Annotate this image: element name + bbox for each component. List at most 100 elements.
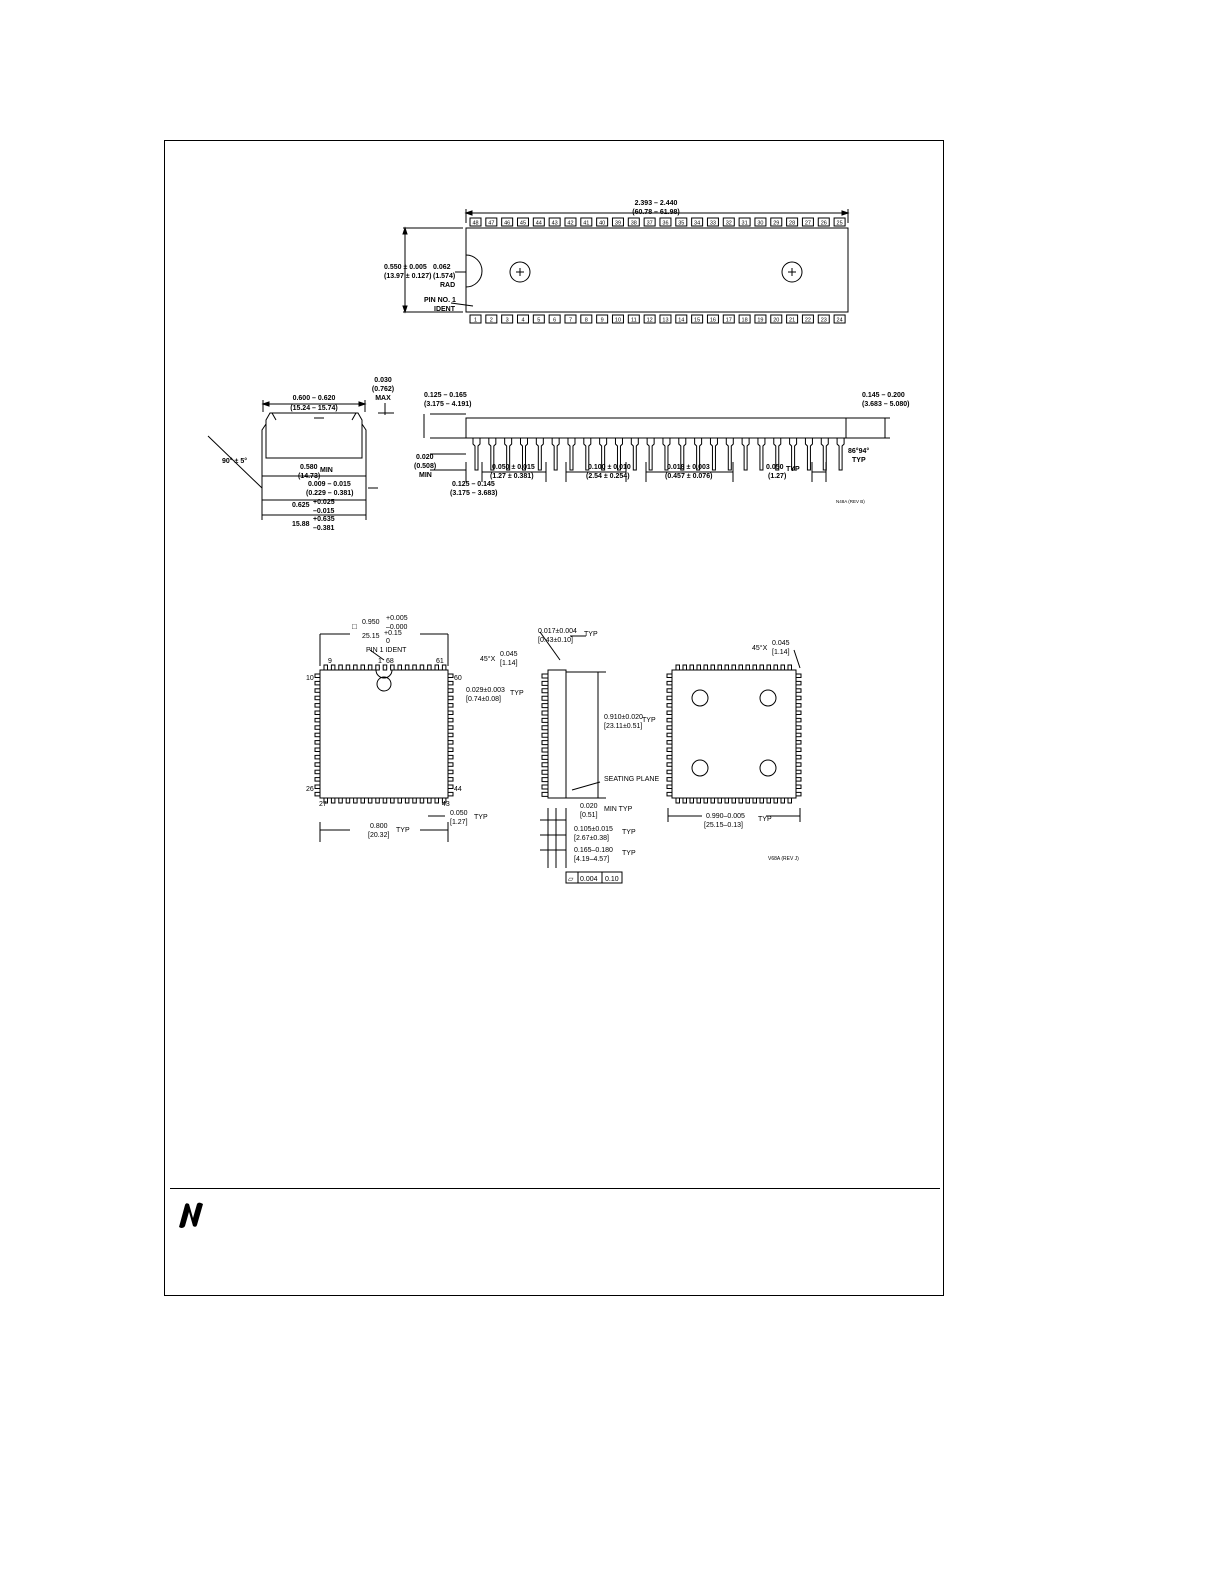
dip-side-lead bbox=[820, 438, 829, 471]
plcc-b-lead bbox=[666, 740, 673, 745]
dip-seat-mm: (0.508) bbox=[414, 463, 436, 470]
dip-top-pin-label: 27 bbox=[805, 220, 811, 226]
plcc-body bbox=[319, 669, 449, 799]
dip-top-pin-box bbox=[643, 217, 656, 227]
plcc-lead bbox=[447, 680, 454, 686]
plcc-lead bbox=[314, 680, 321, 686]
dip-lead-len-in: 0.125 – 0.145 bbox=[452, 481, 495, 488]
plcc-lead bbox=[375, 797, 380, 804]
plcc-p9: 9 bbox=[328, 658, 332, 665]
dip-body-h-mm: (3.175 – 4.191) bbox=[424, 401, 471, 408]
plcc-lead bbox=[447, 688, 454, 693]
dip-notch-in: 0.062 bbox=[433, 264, 451, 271]
plcc-lead bbox=[412, 664, 417, 671]
page-frame bbox=[164, 140, 944, 1296]
dip-top-pin-label: 44 bbox=[536, 220, 542, 226]
plcc-lead bbox=[447, 754, 454, 760]
dip-bottom-pin-label: 2 bbox=[490, 317, 493, 323]
plcc-lead bbox=[314, 784, 321, 789]
plcc-lead bbox=[447, 695, 454, 701]
plcc-lead bbox=[434, 797, 439, 804]
plcc-b-lead bbox=[787, 797, 792, 804]
plcc-b-lead bbox=[675, 797, 680, 804]
dip-bottom-pin-label: 9 bbox=[601, 317, 604, 323]
dip-sh-w-mm: (1.27 ± 0.381) bbox=[490, 473, 534, 480]
plcc-b-lead bbox=[787, 664, 792, 671]
plcc-span-mm: [20.32] bbox=[368, 832, 389, 839]
plcc-b-lead bbox=[666, 732, 673, 738]
plcc-b-lead bbox=[724, 664, 729, 671]
plcc-b-lead bbox=[795, 680, 802, 686]
plcc-lead bbox=[367, 797, 373, 804]
dip-bottom-pin-box bbox=[722, 314, 735, 324]
dip-width-mm: (13.97 ± 0.127) bbox=[384, 273, 431, 280]
plcc-lead bbox=[360, 797, 365, 804]
plcc-lead bbox=[314, 688, 321, 693]
plcc-b-lead bbox=[666, 754, 673, 760]
dip-pitch-mm: (2.54 ± 0.254) bbox=[586, 473, 630, 480]
dip-side-lead bbox=[741, 438, 750, 471]
plcc-b-lead bbox=[666, 703, 673, 708]
plcc-lead bbox=[314, 710, 321, 715]
plcc-lead bbox=[367, 664, 373, 671]
plcc-b-lead bbox=[666, 777, 673, 782]
plcc-chamfer: 45°X bbox=[480, 655, 496, 663]
plcc-b-lead bbox=[795, 754, 802, 760]
dip-seat-in: 0.020 bbox=[416, 454, 434, 461]
plcc-b-lead bbox=[795, 777, 802, 782]
plcc-lead bbox=[419, 664, 425, 671]
plcc-b-lead bbox=[696, 664, 701, 671]
dip-rev: N48A (REV B) bbox=[836, 499, 865, 504]
dip-top-pin-label: 25 bbox=[837, 220, 843, 226]
dip-end-w-in: 0.600 – 0.620 bbox=[293, 395, 336, 402]
dip-max-mm: (0.762) bbox=[372, 386, 394, 393]
plcc-span-typ: TYP bbox=[396, 827, 410, 834]
dip-bottom-pin-box bbox=[691, 314, 704, 324]
plcc-b-lead bbox=[666, 710, 673, 715]
plcc-tot-t-typ: TYP bbox=[622, 850, 636, 857]
dip-top-pin-box bbox=[817, 217, 830, 227]
plcc-b-lead bbox=[759, 797, 764, 804]
plcc-side-body bbox=[547, 669, 567, 799]
dip-top-pin-label: 47 bbox=[488, 220, 494, 226]
plcc-lead bbox=[397, 797, 402, 804]
plcc-left-leads bbox=[314, 673, 454, 797]
plcc-lead bbox=[375, 664, 380, 671]
plcc-b-lead bbox=[780, 664, 785, 671]
dip-bottom-pin-label: 16 bbox=[710, 317, 716, 323]
dip-top-pin-label: 39 bbox=[615, 220, 621, 226]
dip-side-lead bbox=[535, 438, 544, 471]
dip-side-lead bbox=[662, 438, 671, 471]
plcc-b-lead bbox=[752, 664, 757, 671]
dip-top-pin-box bbox=[833, 217, 846, 227]
dip-min-mm: (14.73) bbox=[298, 473, 320, 480]
company-logo-icon bbox=[179, 1202, 203, 1228]
dip-top-pin-label: 38 bbox=[631, 220, 637, 226]
dip-bottom-pin-box bbox=[817, 314, 830, 324]
plcc-b-lead bbox=[666, 762, 673, 767]
plcc-body-tol-m: –0.000 bbox=[386, 624, 408, 631]
plcc-lead bbox=[441, 797, 447, 804]
plcc-b-lead bbox=[795, 791, 802, 797]
dip-row-mm-p: +0.635 bbox=[313, 516, 335, 523]
plcc-b-lead bbox=[795, 725, 802, 730]
dip-top-pin-box bbox=[516, 217, 529, 227]
plcc-lead bbox=[404, 797, 410, 804]
plcc-b-lead bbox=[795, 710, 802, 715]
plcc-lead bbox=[427, 797, 432, 804]
plcc-side-lead bbox=[541, 747, 548, 753]
dip-bottom-pin-box bbox=[675, 314, 688, 324]
plcc-lead bbox=[330, 797, 336, 804]
plcc-lead bbox=[390, 664, 395, 671]
dip-bottom-pin-label: 18 bbox=[742, 317, 748, 323]
plcc-lead bbox=[447, 791, 454, 797]
dip-top-pin-box bbox=[548, 217, 561, 227]
plcc-side-lead bbox=[541, 732, 548, 738]
plcc-b-lead bbox=[795, 762, 802, 767]
dip-bottom-pin-box bbox=[532, 314, 545, 324]
dip-row-tol-p: +0.025 bbox=[313, 499, 335, 506]
plcc-b-lead bbox=[795, 747, 802, 752]
dip-top-pin-label: 40 bbox=[599, 220, 605, 226]
dip-top-pin-box bbox=[564, 217, 577, 227]
